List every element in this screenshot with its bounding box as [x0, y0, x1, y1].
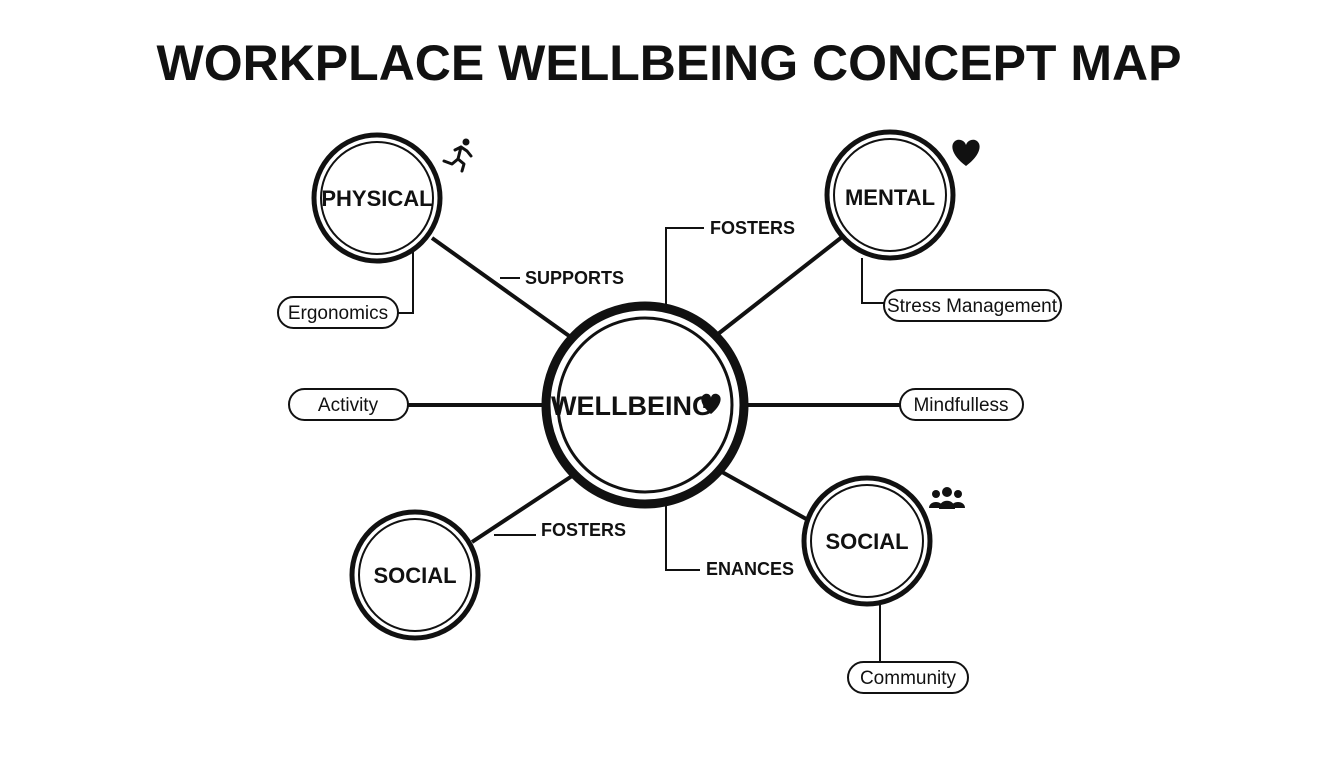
pill-mindfulness-border [899, 388, 1024, 421]
connector-physical-center [430, 236, 574, 340]
center-node[interactable]: WELLBEING [541, 301, 749, 509]
relation-label-enances: ENANCES [706, 559, 794, 579]
pill-stress-management[interactable]: Stress Management [883, 289, 1062, 322]
center-node-label: WELLBEING [551, 391, 713, 421]
social-left-node-label: SOCIAL [373, 563, 456, 588]
pill-activity[interactable]: Activity [288, 388, 409, 421]
pill-community-border [847, 661, 969, 694]
heart-icon [952, 139, 980, 166]
page-title: WORKPLACE WELLBEING CONCEPT MAP [157, 35, 1182, 91]
pill-ergonomics-label: Ergonomics [288, 303, 388, 324]
connectors [408, 235, 900, 544]
pill-stress-management-border [883, 289, 1062, 322]
people-group-icon [929, 487, 965, 509]
connector-fosters-top [665, 227, 704, 304]
mental-node-inner-ring [833, 138, 947, 252]
pill-community[interactable]: Community [847, 661, 969, 694]
connector-mental-center [716, 235, 844, 336]
physical-node[interactable]: PHYSICAL [311, 132, 443, 264]
social-right-node-inner-ring [810, 484, 924, 598]
mental-node[interactable]: MENTAL [824, 129, 956, 261]
connector-mental-stress [861, 258, 884, 304]
relation-label-supports: SUPPORTS [525, 268, 624, 288]
pill-ergonomics[interactable]: Ergonomics [277, 296, 399, 329]
physical-node-label: PHYSICAL [321, 186, 432, 211]
physical-node-inner-ring [320, 141, 434, 255]
annotation-connectors [398, 227, 884, 662]
mental-node-label: MENTAL [845, 185, 935, 210]
connector-social-left-center [470, 474, 574, 544]
social-right-node[interactable]: SOCIAL [801, 475, 933, 607]
social-left-node[interactable]: SOCIAL [349, 509, 481, 641]
center-node-inner-ring [556, 316, 734, 494]
social-left-node-inner-ring [358, 518, 472, 632]
connector-physical-ergonomics [398, 252, 414, 314]
pill-ergonomics-border [277, 296, 399, 329]
heart-icon [701, 393, 721, 414]
connector-center-social-right [721, 470, 809, 522]
pill-community-label: Community [860, 668, 957, 689]
relation-label-fosters-bottom: FOSTERS [541, 520, 626, 540]
running-person-icon [442, 138, 473, 173]
connector-enances [665, 505, 700, 571]
pill-mindfulness-label: Mindfulless [913, 395, 1008, 416]
social-right-node-label: SOCIAL [825, 529, 908, 554]
pill-mindfulness[interactable]: Mindfulless [899, 388, 1024, 421]
relation-label-fosters-top: FOSTERS [710, 218, 795, 238]
pill-activity-label: Activity [318, 395, 379, 416]
pill-stress-management-label: Stress Management [887, 296, 1058, 317]
pill-activity-border [288, 388, 409, 421]
